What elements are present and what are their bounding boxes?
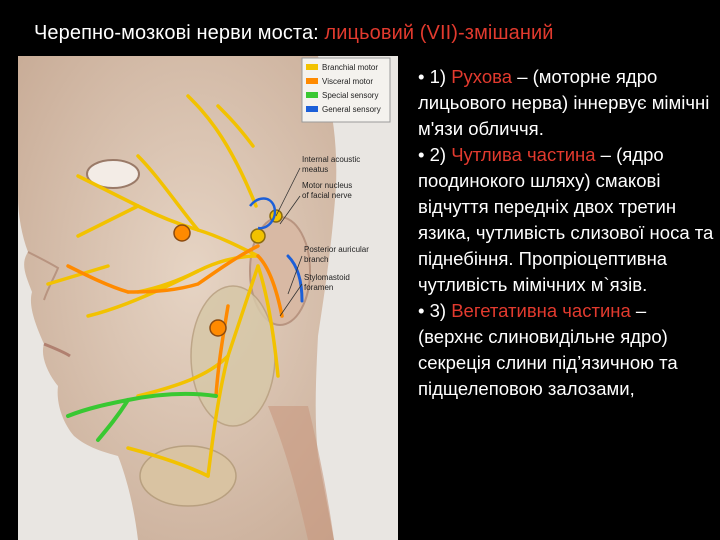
callout-posterior-auricular-line1: Posterior auricular (304, 245, 369, 254)
callout-stylomastoid-line2: foramen (304, 283, 333, 292)
legend-swatch (306, 64, 318, 70)
text-autonomic: – (верхнє слиновидільне ядро) секреція с… (418, 300, 678, 399)
general-sensory-branches (286, 254, 304, 303)
visceral-motor-branches (66, 244, 284, 398)
slide-title: Черепно-мозкові нерви моста: лицьовий (V… (34, 22, 554, 45)
bullet-3: • 3) (418, 300, 452, 321)
callout-internal-meatus-line2: meatus (302, 165, 328, 174)
highlight-motor: Рухова (451, 66, 513, 87)
legend-item-special-sensory: Special sensory (306, 91, 378, 100)
lip-outline (43, 342, 71, 358)
submandibular-gland (139, 445, 237, 507)
text-motor: – (моторне ядро лицьового нерва) іннерву… (418, 66, 710, 139)
special-sensory-branches (66, 391, 218, 442)
legend-item-general-sensory: General sensory (306, 105, 381, 114)
geniculate-ganglion (250, 228, 266, 244)
legend-label: Special sensory (322, 91, 378, 100)
callout-stylomastoid-line1: Stylomastoid (304, 273, 350, 282)
body-text: • 1) Рухова – (моторне ядро лицьового не… (418, 64, 714, 402)
bullet-2: • 2) (418, 144, 452, 165)
legend-label: General sensory (322, 105, 381, 114)
legend-label: Branchial motor (322, 63, 378, 72)
eye-shape (86, 159, 140, 189)
legend-swatch (306, 106, 318, 112)
paragraph-motor: • 1) Рухова – (моторне ядро лицьового не… (418, 64, 714, 142)
neck-muscle (268, 406, 334, 540)
parotid-gland (190, 285, 276, 427)
paragraph-autonomic: • 3) Вегетативна частина – (верхнє слино… (418, 298, 714, 402)
highlight-sensory: Чутлива частина (451, 144, 596, 165)
text-sensory: – (ядро поодинокого шляху) смакові відчу… (418, 144, 714, 295)
legend-item-branchial-motor: Branchial motor (306, 63, 378, 72)
legend-label: Visceral motor (322, 77, 373, 86)
facial-nerve-diagram: Branchial motor Visceral motor Special s… (18, 56, 398, 540)
nose-outline (27, 251, 60, 301)
highlight-autonomic: Вегетативна частина (451, 300, 631, 321)
callout-motor-nucleus-line1: Motor nucleus (302, 181, 352, 190)
callout-internal-meatus-line1: Internal acoustic (302, 155, 360, 164)
legend-item-visceral-motor: Visceral motor (306, 77, 373, 86)
callout-posterior-auricular-line2: branch (304, 255, 328, 264)
bullet-1: • 1) (418, 66, 452, 87)
callout-motor-nucleus-line2: of facial nerve (302, 191, 352, 200)
facial-nerve-illustration: Branchial motor Visceral motor Special s… (18, 56, 398, 540)
nucleus-loop (249, 197, 277, 230)
title-prefix: Черепно-мозкові нерви моста: (34, 22, 325, 44)
paragraph-sensory: • 2) Чутлива частина – (ядро поодинокого… (418, 142, 714, 298)
pterygopalatine-ganglion (173, 224, 191, 242)
title-highlight: лицьовий (VII)-змішаний (324, 22, 554, 44)
legend-swatch (306, 78, 318, 84)
legend-swatch (306, 92, 318, 98)
callout-lines (275, 167, 303, 317)
submandibular-ganglion (209, 319, 227, 337)
